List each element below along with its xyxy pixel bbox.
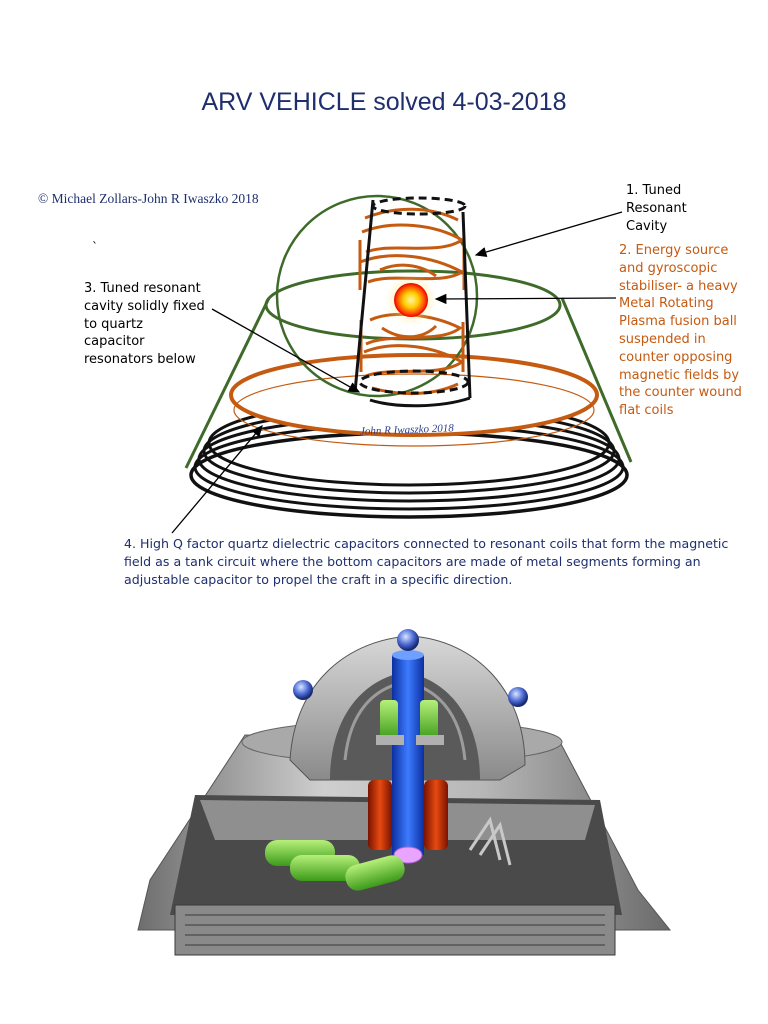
sensor-domes [293, 629, 528, 707]
leader-arrows [171, 211, 623, 534]
right-seat-frame [468, 816, 512, 866]
pilot-seats [376, 700, 444, 745]
floor-grille [174, 904, 616, 956]
copyright-notice: © Michael Zollars-John R Iwaszko 2018 [38, 191, 259, 206]
resonant-cavity [353, 196, 472, 408]
red-capacitor-right [424, 780, 448, 850]
plasma-ball [394, 283, 428, 317]
label-tuned-resonant-cavity: 1. Tuned Resonant Cavity [626, 183, 687, 234]
label-quartz-capacitors: 4. High Q factor quartz dielectric capac… [124, 536, 729, 587]
page-title: ARV VEHICLE solved 4-03-2018 [201, 88, 567, 116]
stray-mark: ` [92, 240, 98, 254]
red-capacitor-left [368, 780, 392, 850]
central-column [392, 655, 424, 855]
label-fixed-cavity: 3. Tuned resonant cavity solidly fixed t… [84, 281, 205, 368]
green-tanks [265, 840, 405, 891]
green-frame [184, 194, 633, 469]
label-energy-source: 2. Energy source and gyroscopic stabilis… [619, 243, 742, 419]
